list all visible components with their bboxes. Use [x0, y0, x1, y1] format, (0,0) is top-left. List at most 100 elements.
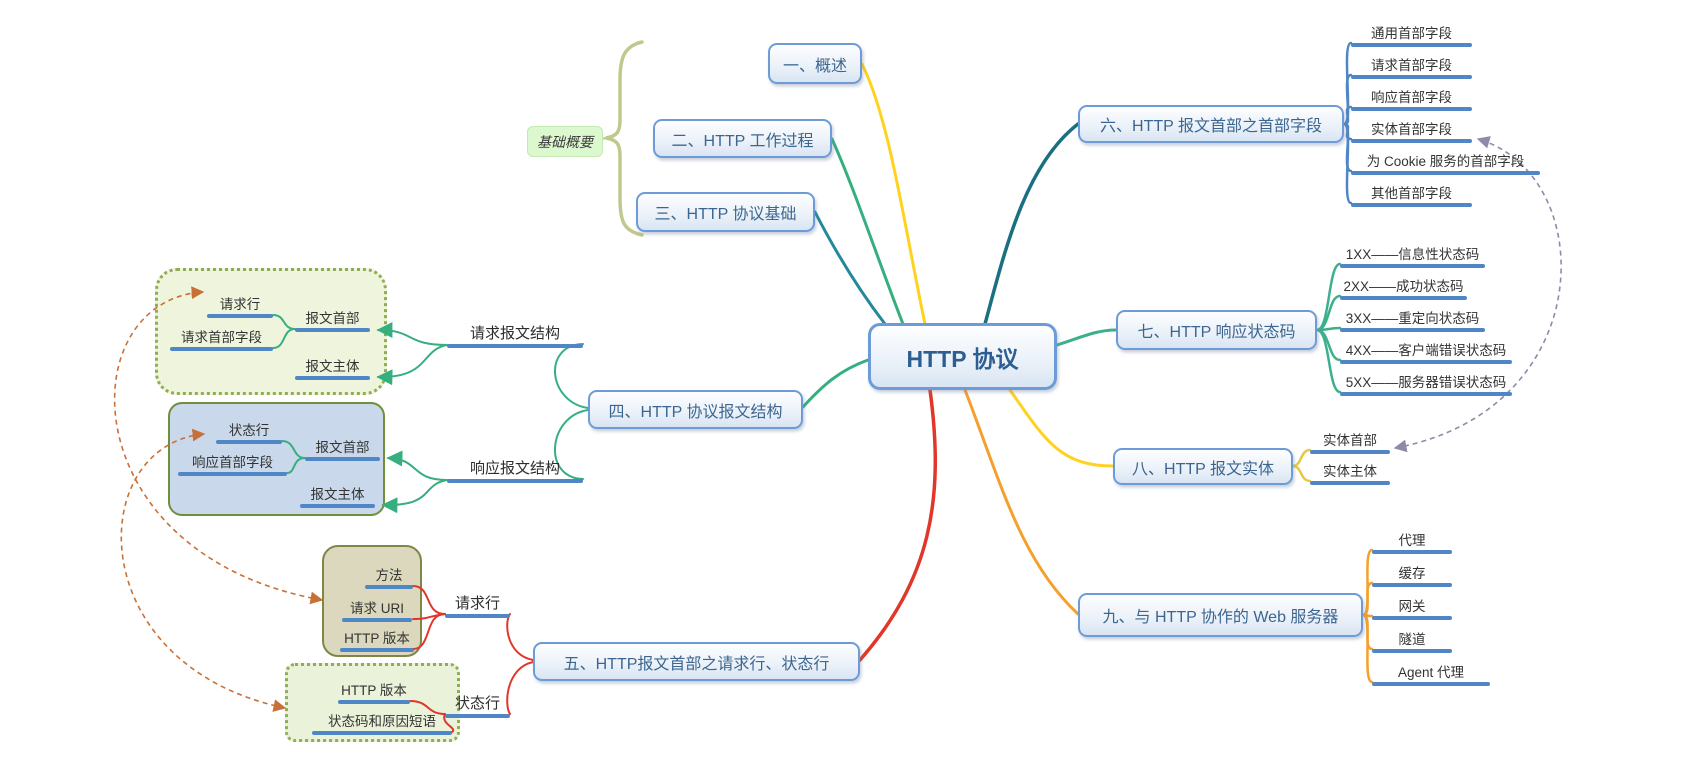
topic-underline — [447, 344, 583, 348]
topic-label: 状态码和原因短语 — [328, 714, 436, 729]
topic-label: 请求 URI — [350, 601, 404, 616]
topic-label: 3XX——重定向状态码 — [1345, 311, 1480, 326]
topic-request-line-struct[interactable]: 请求行 — [207, 295, 273, 318]
topic-underline — [1340, 296, 1467, 300]
topic-label: 九、与 HTTP 协作的 Web 服务器 — [1102, 609, 1339, 626]
topic-proxy[interactable]: 代理 — [1372, 531, 1452, 554]
topic-underline — [338, 700, 410, 704]
topic-label: 报文首部 — [315, 440, 370, 455]
topic-label: 代理 — [1398, 533, 1426, 548]
topic-label: 五、HTTP报文首部之请求行、状态行 — [563, 655, 830, 673]
topic-label: 通用首部字段 — [1371, 26, 1452, 41]
topic-general-header-fields[interactable]: 通用首部字段 — [1351, 24, 1472, 47]
topic-label: 八、HTTP 报文实体 — [1132, 460, 1274, 478]
topic-request-message-header[interactable]: 报文首部 — [295, 309, 370, 332]
topic-web-servers[interactable]: 九、与 HTTP 协作的 Web 服务器 — [1078, 593, 1363, 637]
topic-other-header-fields[interactable]: 其他首部字段 — [1351, 184, 1472, 207]
topic-underline — [178, 472, 287, 476]
topic-label: 请求报文结构 — [469, 325, 560, 342]
topic-label: 实体首部字段 — [1371, 122, 1452, 137]
topic-underline — [295, 328, 370, 332]
topic-request-line[interactable]: 请求行 — [445, 594, 510, 618]
topic-underline — [447, 479, 583, 483]
topic-status-code-reason-phrase[interactable]: 状态码和原因短语 — [312, 712, 452, 735]
topic-request-header-fields-struct[interactable]: 请求首部字段 — [170, 328, 273, 351]
topic-status-1xx[interactable]: 1XX——信息性状态码 — [1340, 245, 1485, 268]
topic-label: 4XX——客户端错误状态码 — [1345, 343, 1507, 358]
topic-label: 实体主体 — [1323, 464, 1377, 479]
topic-label: 状态行 — [454, 695, 500, 712]
topic-underline — [1351, 139, 1472, 143]
topic-overview[interactable]: 一、概述 — [768, 43, 862, 84]
branch5-child-curves — [409, 585, 534, 733]
topic-http-protocol-basics[interactable]: 三、HTTP 协议基础 — [636, 192, 815, 232]
topic-label: 隧道 — [1398, 632, 1426, 647]
topic-entity-body[interactable]: 实体主体 — [1310, 462, 1390, 485]
topic-label: 报文主体 — [305, 359, 360, 374]
topic-status-4xx[interactable]: 4XX——客户端错误状态码 — [1340, 341, 1512, 364]
topic-status-line[interactable]: 状态行 — [445, 694, 510, 718]
topic-request-header-fields[interactable]: 请求首部字段 — [1351, 56, 1472, 79]
topic-label: Agent 代理 — [1397, 665, 1465, 680]
topic-entity-header-fields[interactable]: 实体首部字段 — [1351, 120, 1472, 143]
topic-http-version-request[interactable]: HTTP 版本 — [340, 629, 414, 652]
branch7-child-curves — [1315, 262, 1342, 394]
topic-status-5xx[interactable]: 5XX——服务器错误状态码 — [1340, 373, 1512, 396]
topic-http-version-status[interactable]: HTTP 版本 — [338, 681, 410, 704]
topic-underline — [1340, 360, 1512, 364]
root-topic[interactable]: HTTP 协议 — [868, 323, 1057, 390]
topic-underline — [216, 440, 282, 444]
topic-label: 状态行 — [228, 423, 270, 438]
summary-callout-label: 基础概要 — [537, 133, 593, 150]
topic-method[interactable]: 方法 — [365, 566, 413, 589]
topic-underline — [1372, 550, 1452, 554]
topic-status-line-struct[interactable]: 状态行 — [216, 421, 282, 444]
topic-cookie-header-fields[interactable]: 为 Cookie 服务的首部字段 — [1351, 152, 1540, 175]
summary-callout[interactable]: 基础概要 — [527, 126, 603, 157]
topic-request-status-line[interactable]: 五、HTTP报文首部之请求行、状态行 — [533, 642, 860, 681]
topic-header-fields[interactable]: 六、HTTP 报文首部之首部字段 — [1078, 105, 1344, 143]
topic-http-message-structure[interactable]: 四、HTTP 协议报文结构 — [588, 390, 803, 429]
topic-underline — [170, 347, 273, 351]
topic-label: 一、概述 — [782, 57, 847, 75]
topic-underline — [295, 376, 370, 380]
topic-tunnel[interactable]: 隧道 — [1372, 630, 1452, 653]
topic-underline — [445, 714, 510, 718]
topic-http-working-process[interactable]: 二、HTTP 工作过程 — [653, 119, 832, 158]
topic-label: 报文主体 — [310, 487, 365, 502]
topic-label: 实体首部 — [1323, 433, 1377, 448]
topic-entity-header[interactable]: 实体首部 — [1310, 431, 1390, 454]
topic-label: 请求首部字段 — [1371, 58, 1452, 73]
topic-label: 六、HTTP 报文首部之首部字段 — [1100, 118, 1322, 135]
topic-label: 为 Cookie 服务的首部字段 — [1366, 154, 1525, 169]
topic-status-2xx[interactable]: 2XX——成功状态码 — [1340, 277, 1467, 300]
topic-gateway[interactable]: 网关 — [1372, 597, 1452, 620]
relationship-curves — [113, 136, 1562, 712]
topic-cache[interactable]: 缓存 — [1372, 564, 1452, 587]
topic-underline — [207, 314, 273, 318]
topic-request-message-body[interactable]: 报文主体 — [295, 357, 370, 380]
topic-message-entity[interactable]: 八、HTTP 报文实体 — [1113, 448, 1293, 485]
topic-underline — [312, 731, 452, 735]
topic-underline — [365, 585, 413, 589]
topic-label: 响应首部字段 — [1371, 90, 1452, 105]
topic-request-message-structure[interactable]: 请求报文结构 — [447, 324, 583, 348]
topic-label: 二、HTTP 工作过程 — [671, 132, 814, 150]
topic-response-status-codes[interactable]: 七、HTTP 响应状态码 — [1116, 310, 1317, 350]
topic-label: HTTP 版本 — [341, 683, 407, 698]
topic-status-3xx[interactable]: 3XX——重定向状态码 — [1340, 309, 1485, 332]
topic-label: 网关 — [1398, 599, 1426, 614]
topic-label: 1XX——信息性状态码 — [1345, 247, 1480, 262]
topic-response-message-structure[interactable]: 响应报文结构 — [447, 459, 583, 483]
topic-underline — [342, 618, 412, 622]
branch6-child-curves — [1342, 41, 1353, 205]
topic-request-uri[interactable]: 请求 URI — [342, 599, 412, 622]
topic-response-header-fields[interactable]: 响应首部字段 — [1351, 88, 1472, 111]
topic-label: 七、HTTP 响应状态码 — [1137, 324, 1296, 341]
topic-response-header-fields-struct[interactable]: 响应首部字段 — [178, 453, 287, 476]
topic-agent-proxy[interactable]: Agent 代理 — [1372, 663, 1490, 686]
topic-response-message-body[interactable]: 报文主体 — [300, 485, 375, 508]
topic-response-message-header[interactable]: 报文首部 — [305, 438, 380, 461]
branch8-child-curves — [1291, 448, 1312, 483]
